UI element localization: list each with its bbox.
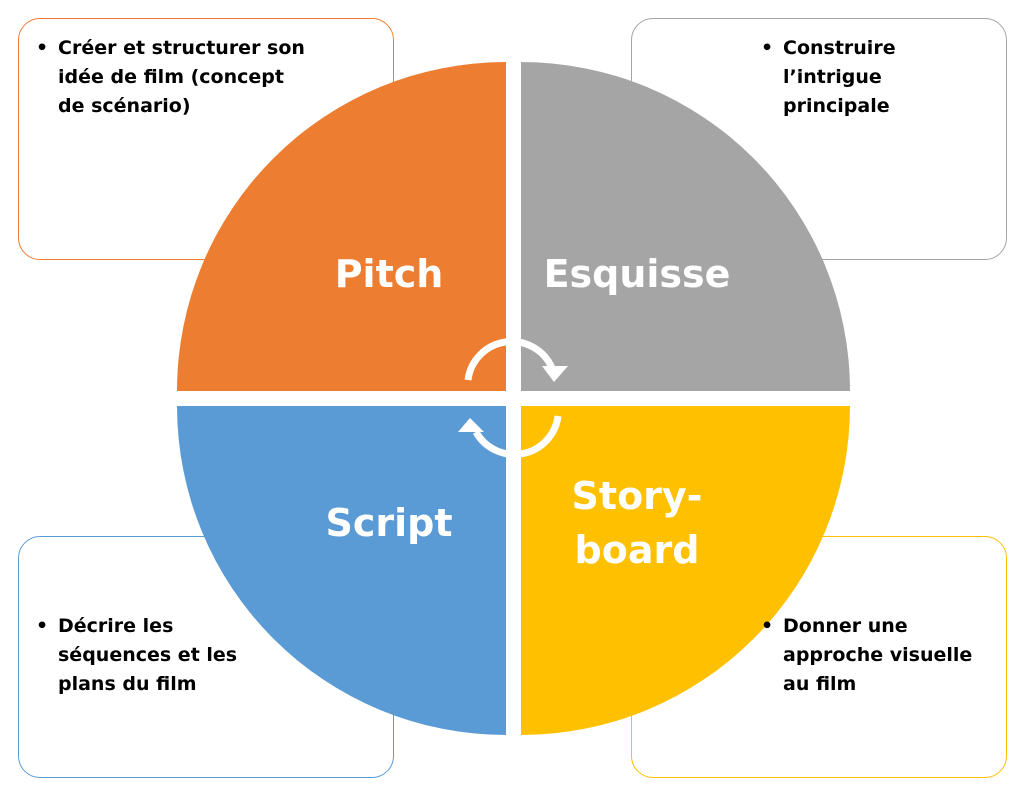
quadrant-storyboard-shape [521,406,850,735]
cycle-arrows-icon [458,338,568,458]
cycle-arrow-top [464,338,556,381]
note-storyboard: Donner une approche visuelle au film [761,612,986,699]
quadrant-esquisse-label: Esquisse [544,252,731,296]
quadrant-esquisse: Esquisse [521,62,850,391]
cycle-arrow-bottom [472,415,562,458]
cycle-arrowhead-top [542,366,568,382]
note-script-text: Décrire les séquences et les plans du fi… [36,612,261,699]
note-storyboard-text: Donner une approche visuelle au film [761,612,986,699]
quadrant-storyboard-label-line1: Story- [572,474,703,518]
quadrant-pitch-label: Pitch [335,252,444,296]
note-esquisse-text: Construire l’intrigue principale [761,34,961,121]
note-pitch-text: Créer et structurer son idée de film (co… [36,34,306,121]
quadrant-storyboard-label-line2: board [575,528,700,572]
quadrant-pitch-shape [177,62,506,391]
note-esquisse: Construire l’intrigue principale [761,34,961,121]
quadrant-storyboard: Story- board [521,406,850,735]
quadrant-script-label: Script [325,501,452,545]
note-pitch: Créer et structurer son idée de film (co… [36,34,306,121]
note-script: Décrire les séquences et les plans du fi… [36,612,261,699]
quadrant-esquisse-shape [521,62,850,391]
quadrant-pitch: Pitch [177,62,506,391]
quadrant-script-shape [177,406,506,735]
quadrant-script: Script [177,406,506,735]
cycle-arrowhead-bottom [458,418,484,432]
